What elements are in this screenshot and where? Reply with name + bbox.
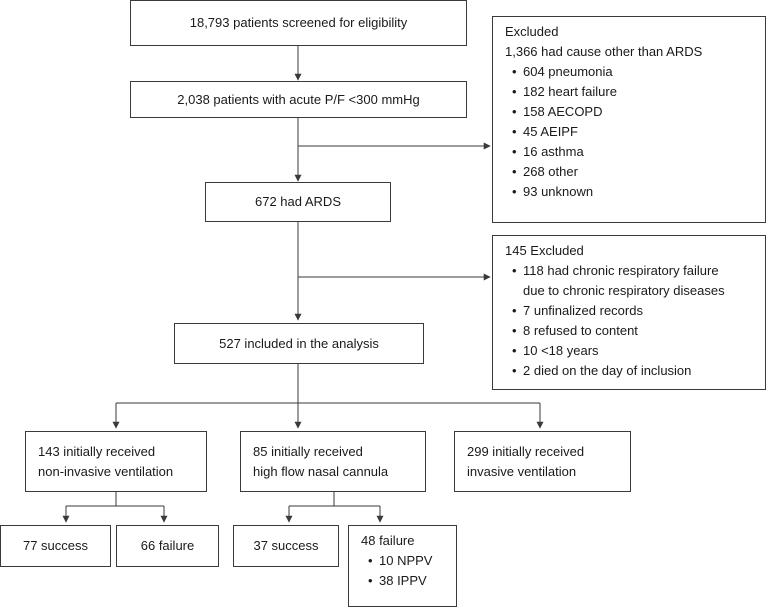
excluded-1-list: 604 pneumonia 182 heart failure 158 AECO…: [505, 62, 753, 202]
screened-text: 18,793 patients screened for eligibility: [189, 15, 408, 30]
excluded-2-title: 145 Excluded: [505, 243, 584, 258]
iv-line-2: invasive ventilation: [467, 463, 577, 479]
acute-text: 2,038 patients with acute P/F <300 mmHg: [177, 91, 420, 107]
excluded-1-item: 158 AECOPD: [505, 102, 753, 122]
excluded-2-box: 145 Excluded 118 had chronic respiratory…: [492, 235, 766, 390]
excluded-2-item: 118 had chronic respiratory failure due …: [505, 261, 753, 301]
niv-failure-box: 66 failure: [116, 525, 219, 567]
hfnc-failure-box: 48 failure 10 NPPV 38 IPPV: [348, 525, 457, 607]
hfnc-line-1: 85 initially received: [253, 443, 363, 459]
hfnc-failure-list: 10 NPPV 38 IPPV: [361, 551, 444, 591]
iv-box: 299 initially received invasive ventilat…: [454, 431, 631, 492]
hfnc-failure-item: 38 IPPV: [361, 571, 444, 591]
excluded-1-item: 16 asthma: [505, 142, 753, 162]
niv-box: 143 initially received non-invasive vent…: [25, 431, 207, 492]
hfnc-failure-item: 10 NPPV: [361, 551, 444, 571]
hfnc-line-2: high flow nasal cannula: [253, 463, 389, 479]
niv-success-text: 77 success: [22, 538, 89, 553]
included-text: 527 included in the analysis: [219, 335, 379, 351]
excluded-1-item: 182 heart failure: [505, 82, 753, 102]
ards-text: 672 had ARDS: [254, 194, 341, 209]
excluded-1-item: 45 AEIPF: [505, 122, 753, 142]
niv-line-2: non-invasive ventilation: [38, 463, 174, 479]
excluded-2-item-line: 118 had chronic respiratory failure: [523, 263, 719, 278]
ards-box: 672 had ARDS: [205, 182, 391, 222]
excluded-2-item: 7 unfinalized records: [505, 301, 753, 321]
niv-success-box: 77 success: [0, 525, 111, 567]
excluded-2-item: 2 died on the day of inclusion: [505, 361, 753, 381]
hfnc-success-box: 37 success: [233, 525, 339, 567]
hfnc-box: 85 initially received high flow nasal ca…: [240, 431, 426, 492]
excluded-2-item: 8 refused to content: [505, 321, 753, 341]
excluded-2-item: 10 <18 years: [505, 341, 753, 361]
excluded-1-item: 604 pneumonia: [505, 62, 753, 82]
excluded-1-item: 93 unknown: [505, 182, 753, 202]
excluded-1-box: Excluded 1,366 had cause other than ARDS…: [492, 16, 766, 223]
excluded-1-title: Excluded: [505, 24, 559, 39]
niv-line-1: 143 initially received: [38, 443, 156, 459]
niv-failure-text: 66 failure: [140, 538, 195, 553]
included-box: 527 included in the analysis: [174, 323, 424, 364]
hfnc-failure-title: 48 failure: [361, 533, 415, 548]
iv-line-1: 299 initially received: [467, 443, 585, 459]
acute-box: 2,038 patients with acute P/F <300 mmHg: [130, 81, 467, 118]
excluded-1-subtitle: 1,366 had cause other than ARDS: [505, 44, 703, 59]
excluded-2-item-line: due to chronic respiratory diseases: [523, 283, 725, 298]
hfnc-success-text: 37 success: [253, 538, 319, 553]
excluded-2-list: 118 had chronic respiratory failure due …: [505, 261, 753, 381]
excluded-1-item: 268 other: [505, 162, 753, 182]
screened-box: 18,793 patients screened for eligibility: [130, 0, 467, 46]
